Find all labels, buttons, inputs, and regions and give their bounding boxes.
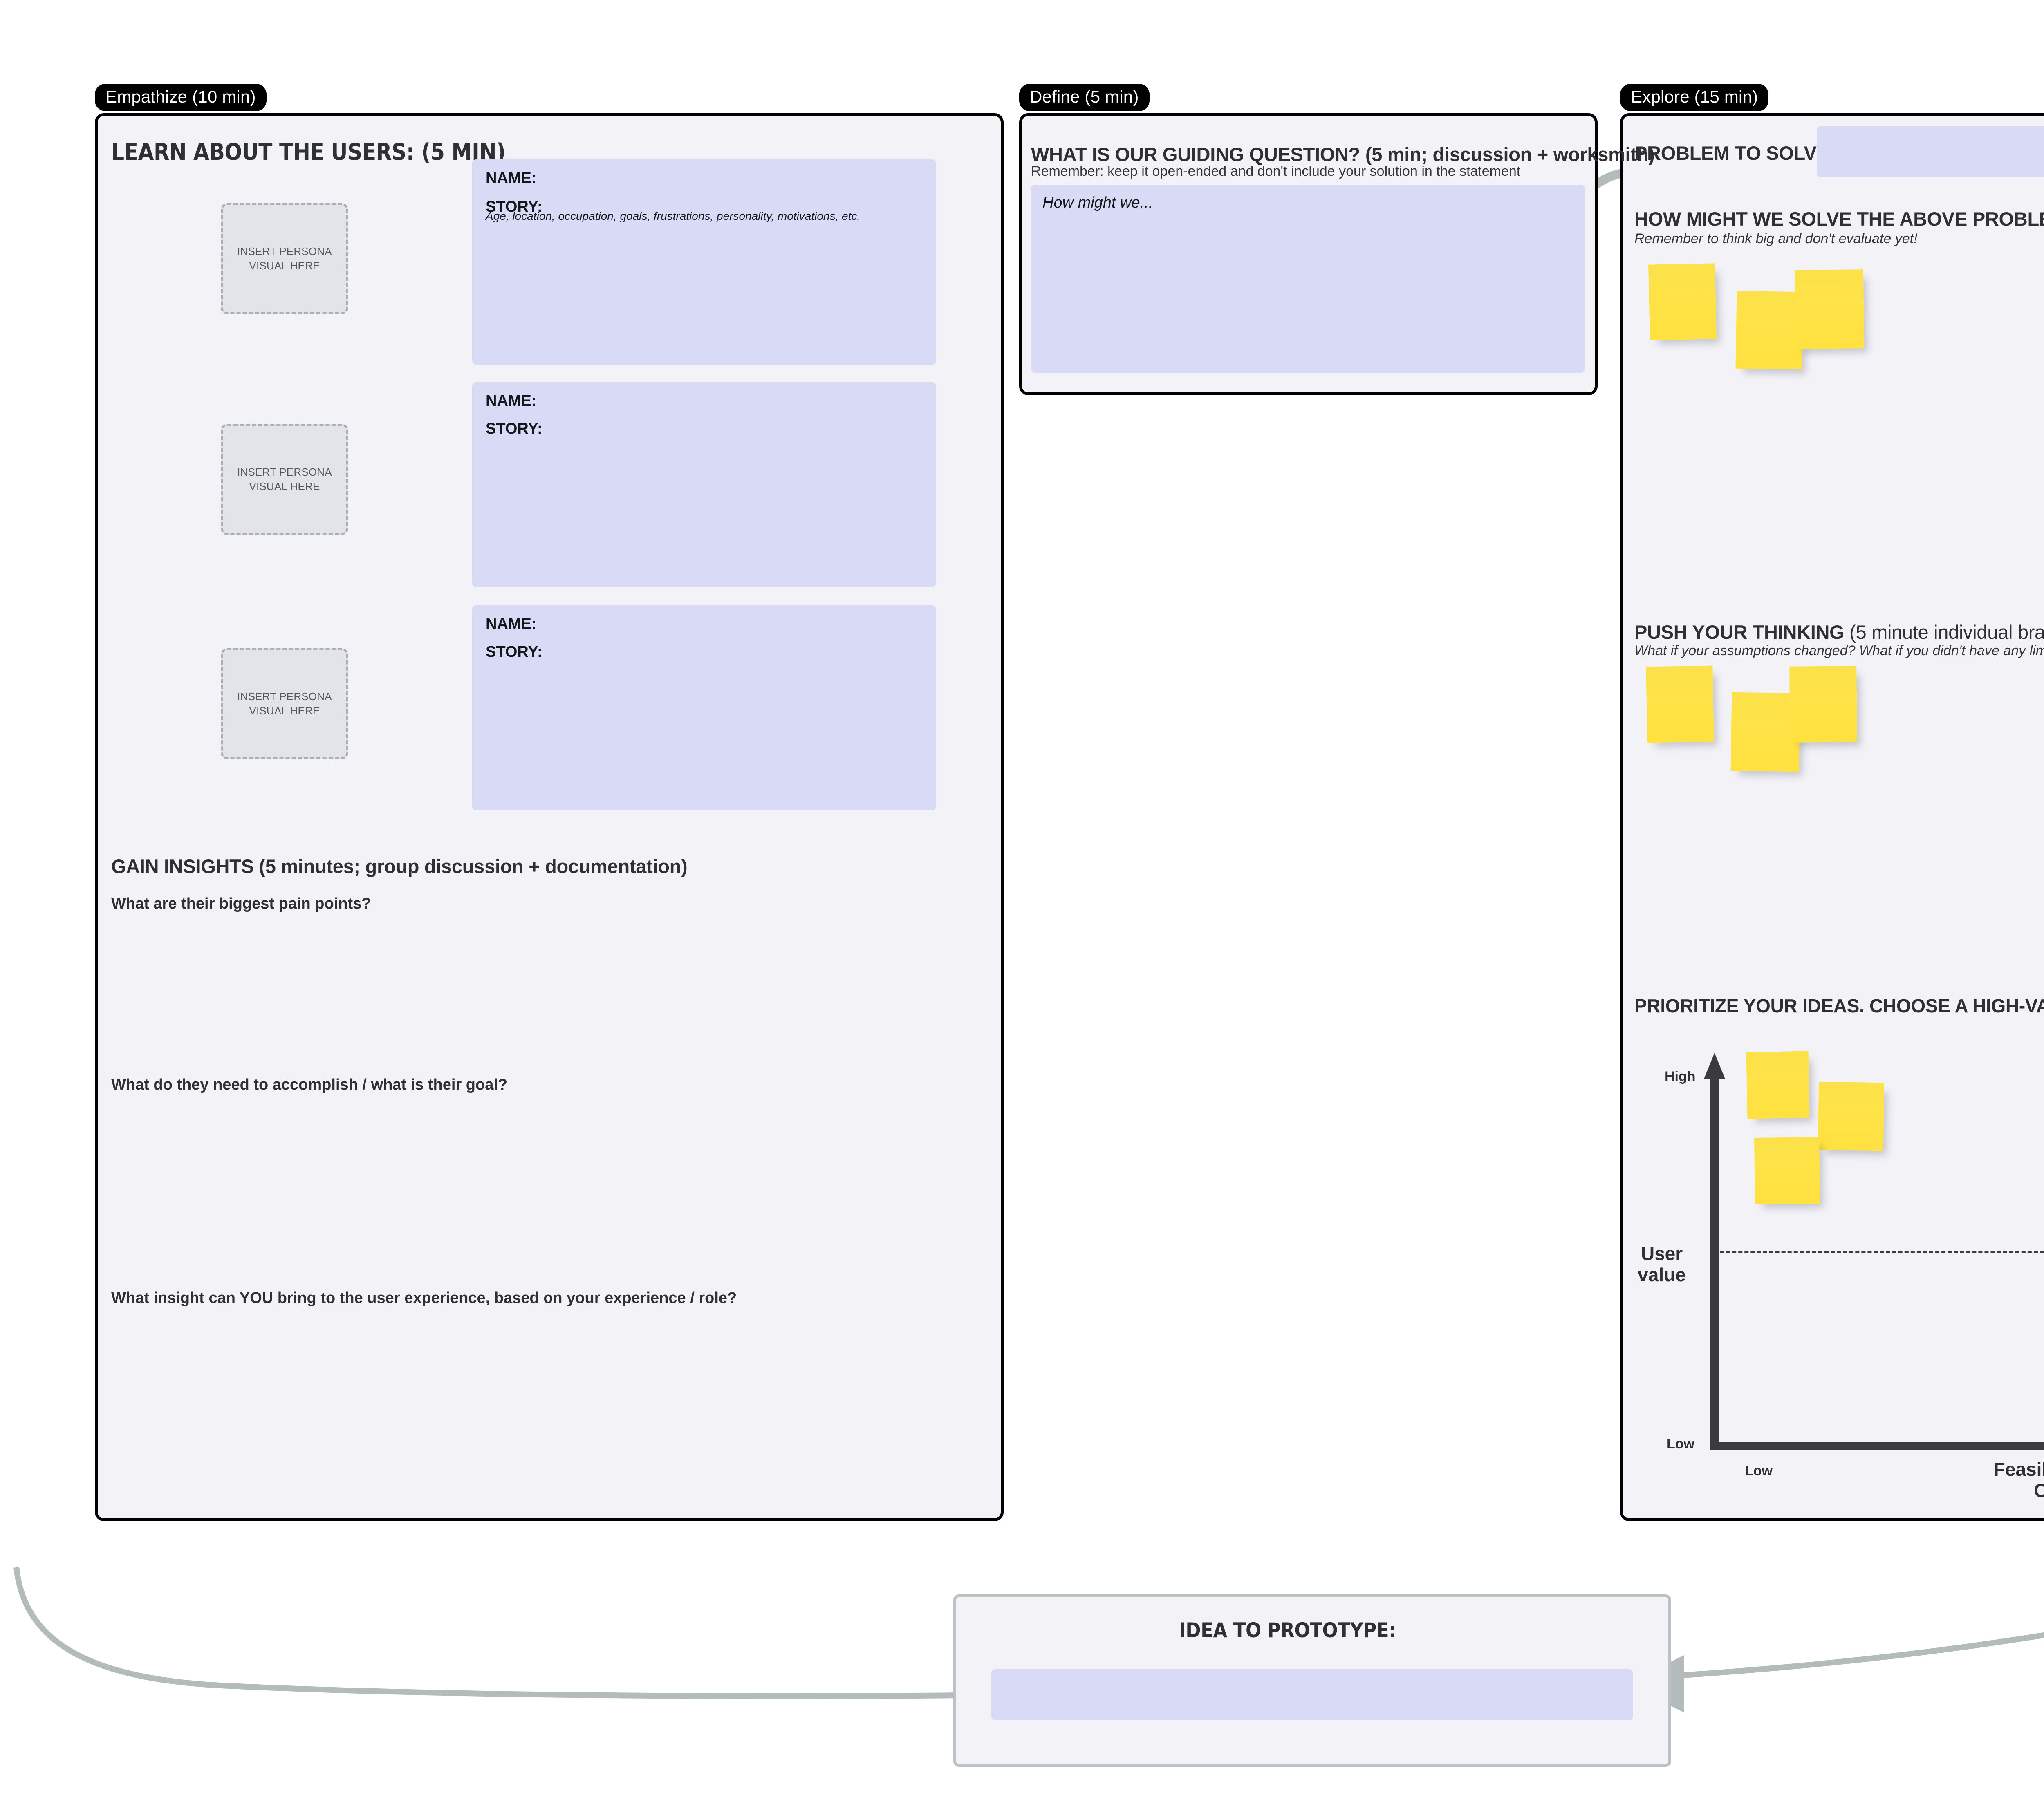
persona-card-1[interactable] — [472, 159, 936, 365]
prioritize-heading: PRIORITIZE YOUR IDEAS. CHOOSE A HIGH-VAL… — [1634, 995, 2044, 1017]
persona-visual-placeholder-2[interactable]: INSERT PERSONA VISUAL HERE — [221, 424, 348, 535]
persona-placeholder-label-1: INSERT PERSONA VISUAL HERE — [237, 245, 332, 272]
matrix-sticky-idea-3[interactable] — [1754, 1137, 1820, 1204]
persona-1-story-label: STORY: — [486, 198, 542, 215]
empathize-heading: LEARN ABOUT THE USERS: (5 MIN) — [111, 139, 506, 166]
problem-to-solve-input[interactable] — [1817, 126, 2044, 177]
persona-1-story-hint: Age, location, occupation, goals, frustr… — [486, 210, 861, 222]
matrix-sticky-idea-1[interactable] — [1746, 1051, 1810, 1119]
hmw-heading: HOW MIGHT WE SOLVE THE ABOVE PROBLEM? (5… — [1634, 208, 2044, 230]
persona-placeholder-label-3: INSERT PERSONA VISUAL HERE — [237, 690, 332, 717]
insight-question-3: What insight can YOU bring to the user e… — [111, 1289, 737, 1307]
matrix-x-axis-title: Feasibility For Our Company — [1993, 1459, 2044, 1501]
push-sticky-3[interactable] — [1789, 666, 1857, 743]
priority-matrix-axes — [1704, 1053, 2044, 1450]
matrix-sticky-idea-2[interactable] — [1818, 1081, 1885, 1151]
push-sticky-1[interactable] — [1646, 665, 1714, 743]
persona-2-story-label: STORY: — [486, 420, 542, 437]
section-chip-explore[interactable]: Explore (15 min) — [1620, 84, 1769, 112]
guiding-question-input[interactable] — [1031, 185, 1585, 373]
gain-insights-heading: GAIN INSIGHTS (5 minutes; group discussi… — [111, 855, 688, 877]
persona-card-3[interactable] — [472, 605, 936, 810]
hmw-sticky-1[interactable] — [1648, 263, 1717, 340]
matrix-y-high-label: High — [1665, 1069, 1696, 1084]
insight-question-2: What do they need to accomplish / what i… — [111, 1076, 508, 1093]
insight-question-1: What are their biggest pain points? — [111, 895, 371, 912]
matrix-horizontal-divider — [1714, 1251, 2044, 1253]
push-thinking-heading-regular: (5 minute individual brainstorm) — [1849, 621, 2044, 643]
hmw-heading-bold: HOW MIGHT WE SOLVE THE ABOVE PROBLEM? — [1634, 208, 2044, 230]
hmw-sticky-2[interactable] — [1735, 291, 1804, 370]
guiding-question-placeholder: How might we... — [1042, 194, 1153, 211]
persona-visual-placeholder-1[interactable]: INSERT PERSONA VISUAL HERE — [221, 203, 348, 314]
prioritize-heading-bold: PRIORITIZE YOUR IDEAS. CHOOSE A HIGH-VAL… — [1634, 995, 2044, 1016]
push-thinking-heading-bold: PUSH YOUR THINKING — [1634, 621, 1845, 643]
persona-3-story-label: STORY: — [486, 643, 542, 660]
persona-visual-placeholder-3[interactable]: INSERT PERSONA VISUAL HERE — [221, 648, 348, 759]
idea-to-prototype-heading: IDEA TO PROTOTYPE: — [1179, 1618, 1396, 1642]
problem-to-solve-label: PROBLEM TO SOLVE: — [1634, 142, 1836, 164]
section-chip-empathize[interactable]: Empathize (10 min) — [95, 84, 267, 112]
persona-2-name-label: NAME: — [486, 392, 537, 410]
matrix-y-low-label: Low — [1667, 1436, 1694, 1452]
define-heading: WHAT IS OUR GUIDING QUESTION? (5 min; di… — [1031, 143, 1655, 165]
section-chip-define[interactable]: Define (5 min) — [1019, 84, 1150, 112]
matrix-y-axis-title: User value — [1638, 1243, 1686, 1285]
define-subheading: Remember: keep it open-ended and don't i… — [1031, 163, 1521, 179]
push-thinking-subheading: What if your assumptions changed? What i… — [1634, 643, 2044, 658]
push-thinking-heading: PUSH YOUR THINKING (5 minute individual … — [1634, 621, 2044, 643]
idea-to-prototype-input[interactable] — [991, 1669, 1633, 1720]
matrix-x-low-label: Low — [1745, 1463, 1773, 1479]
persona-card-2[interactable] — [472, 382, 936, 587]
hmw-subheading: Remember to think big and don't evaluate… — [1634, 231, 1918, 246]
persona-placeholder-label-2: INSERT PERSONA VISUAL HERE — [237, 466, 332, 492]
hmw-sticky-3[interactable] — [1794, 269, 1865, 349]
persona-3-name-label: NAME: — [486, 615, 537, 633]
persona-1-name-label: NAME: — [486, 170, 537, 187]
